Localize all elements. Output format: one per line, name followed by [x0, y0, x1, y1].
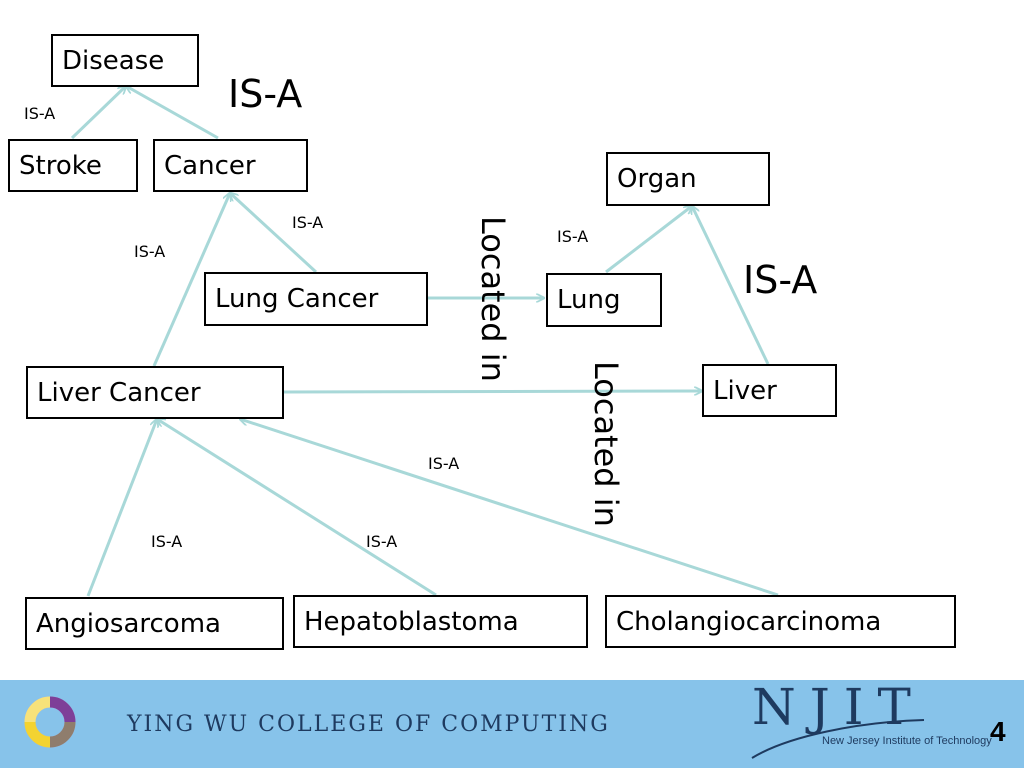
label-lung-isa: IS-A — [557, 227, 589, 246]
node-hepatoblastoma: Hepatoblastoma — [293, 595, 588, 648]
edge-lung-organ — [605, 206, 692, 274]
footer-bar — [0, 680, 1024, 768]
node-disease: Disease — [51, 34, 199, 87]
college-name: YING WU COLLEGE OF COMPUTING — [127, 712, 610, 737]
edge-stroke-disease — [70, 86, 126, 140]
ywcc-logo-icon — [24, 696, 76, 748]
node-liver: Liver — [702, 364, 837, 417]
ontology-diagram: Disease Stroke Cancer Organ Lung Cancer … — [8, 0, 956, 650]
njit-swoosh-icon — [751, 719, 925, 759]
label-disease-isa-big: IS-A — [228, 72, 303, 116]
node-lung-cancer: Lung Cancer — [204, 272, 428, 326]
label-livercancer-isa: IS-A — [134, 242, 166, 261]
label-stroke-isa: IS-A — [24, 104, 56, 123]
edge-livercancer-cancer — [152, 193, 230, 367]
label-cholangio-isa: IS-A — [428, 454, 460, 473]
node-stroke: Stroke — [8, 139, 138, 192]
label-hepato-isa: IS-A — [366, 532, 398, 551]
edges-layer — [70, 0, 779, 597]
edge-lungcancer-cancer — [230, 193, 318, 274]
edge-angio-livercancer — [86, 419, 157, 597]
label-located-in-liver: Located in — [587, 361, 625, 527]
node-cholangiocarcinoma: Cholangiocarcinoma — [605, 595, 956, 648]
njit-logo-text: NJIT — [752, 678, 925, 736]
node-organ: Organ — [606, 152, 770, 206]
node-lung: Lung — [546, 273, 662, 327]
edge-liver-organ — [692, 206, 770, 365]
label-angio-isa: IS-A — [151, 532, 183, 551]
node-cancer: Cancer — [153, 139, 308, 192]
slide-number: 4 — [990, 716, 1006, 747]
label-organ-isa-big: IS-A — [743, 258, 818, 302]
node-liver-cancer: Liver Cancer — [26, 366, 284, 419]
edge-livercancer-liver — [283, 391, 702, 392]
edge-hepato-livercancer — [157, 419, 437, 597]
njit-full-name: New Jersey Institute of Technology — [822, 735, 992, 747]
edge-cholangio-livercancer — [240, 419, 779, 597]
label-lungcancer-isa: IS-A — [292, 213, 324, 232]
node-angiosarcoma: Angiosarcoma — [25, 597, 284, 650]
edge-cancer-disease — [126, 86, 219, 140]
label-located-in-lung: Located in — [474, 216, 512, 382]
